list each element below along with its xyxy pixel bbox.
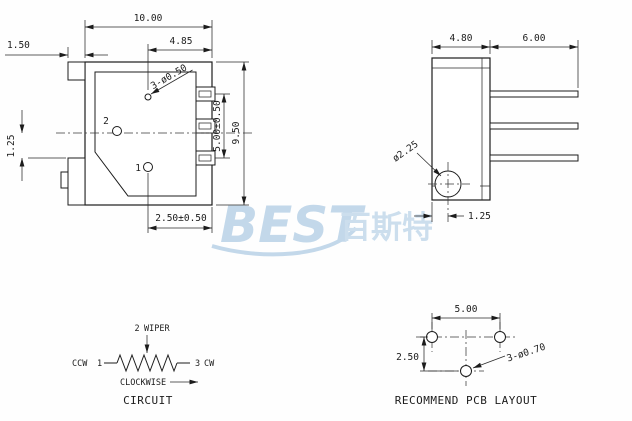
front-pin-3-inner (198, 90, 212, 98)
front-bottom-ear (67, 157, 86, 206)
circuit-ccw-label: CCW (72, 359, 88, 369)
pcb-hole-1 (426, 331, 438, 343)
pcb-hole-callout-text: 3-ø0.70 (506, 342, 548, 365)
front-pin-1-inner (198, 154, 212, 162)
side-view: 4.80 6.00 ø2.25 1.25 (391, 33, 579, 222)
terminal-1-label: 1 (135, 163, 141, 174)
dim-front-total-width-text: 10.00 (134, 13, 163, 24)
dim-side-screw-offset-text: 1.25 (468, 211, 491, 222)
pcb-hole-3 (494, 331, 506, 343)
dim-front-half-width: 4.85 (147, 36, 212, 90)
side-lead-1 (489, 154, 579, 162)
side-lead-3 (489, 90, 579, 98)
pcb-hole-2 (460, 365, 472, 377)
circuit-wiper-label: WIPER (144, 324, 170, 334)
front-pin-2-inner (198, 122, 212, 130)
front-view: 2 1 3-ø0.50 10.00 4.85 1.50 (5, 13, 252, 233)
watermark-latin-text: BEST (220, 196, 366, 254)
circuit-caption: CIRCUIT (123, 394, 173, 407)
terminal-3-hole (144, 93, 152, 101)
dim-front-total-width: 10.00 (84, 13, 213, 58)
terminal-1-hole (143, 162, 153, 172)
front-terminals: 2 1 (103, 93, 153, 174)
front-top-ear (67, 61, 86, 81)
side-screw (428, 162, 470, 222)
dim-front-total-height: 9.50 (216, 61, 249, 206)
dim-front-pin-offset-text: 2.50±0.50 (155, 213, 207, 224)
watermark-cjk-text: 百斯特 (340, 210, 433, 246)
dim-side-body-depth-text: 4.80 (450, 33, 473, 44)
pcb-hole-callout: 3-ø0.70 (472, 342, 548, 369)
side-screw-callout-text: ø2.25 (391, 139, 421, 164)
circuit-cw-label: CW (204, 359, 215, 369)
side-lead-2 (489, 122, 579, 130)
side-leads (489, 90, 579, 162)
dim-pcb-row-offset: 2.50 (396, 336, 458, 372)
dim-front-pin-span-text: 5.00±0.50 (212, 100, 223, 152)
dim-pcb-pitch: 5.00 (431, 304, 501, 329)
dim-side-body-depth: 4.80 (431, 33, 491, 54)
terminal-2-hole (112, 126, 122, 136)
front-pins (195, 86, 216, 166)
dim-front-total-height-text: 9.50 (231, 121, 242, 144)
pcb-layout-view: 5.00 2.50 3-ø0.70 RECOMMEND PCB LAYOUT (395, 304, 548, 407)
circuit-terminal-1: 1 (97, 359, 102, 369)
dim-side-lead-length: 6.00 (490, 33, 579, 88)
dim-front-pin-offset: 2.50±0.50 (147, 173, 213, 233)
dim-front-ear-offset: 1.25 (6, 110, 66, 181)
dim-front-ear-width-text: 1.50 (7, 40, 30, 51)
circuit-view: CCW 1 3 CW 2 WIPER CLOCKWISE CIRCUIT (72, 324, 215, 407)
circuit-terminal-3: 3 (195, 359, 200, 369)
dim-pcb-pitch-text: 5.00 (455, 304, 478, 315)
circuit-rotation-label: CLOCKWISE (120, 378, 166, 388)
dim-side-lead-length-text: 6.00 (523, 33, 546, 44)
front-face (94, 71, 197, 197)
pcb-caption: RECOMMEND PCB LAYOUT (395, 394, 537, 407)
dim-pcb-row-offset-text: 2.50 (396, 352, 419, 363)
front-ear-tab (60, 171, 69, 189)
dim-front-half-width-text: 4.85 (170, 36, 193, 47)
dim-front-ear-offset-text: 1.25 (6, 135, 17, 158)
watermark-swoosh (211, 226, 358, 257)
dim-front-ear-width: 1.50 (5, 40, 108, 58)
resistor-zigzag (116, 353, 178, 373)
dim-front-pin-span: 5.00±0.50 (212, 93, 230, 159)
dim-side-screw-offset: 1.25 (414, 202, 491, 222)
front-body-outline (60, 61, 213, 206)
circuit-terminal-2: 2 (134, 324, 139, 334)
terminal-2-label: 2 (103, 116, 109, 127)
